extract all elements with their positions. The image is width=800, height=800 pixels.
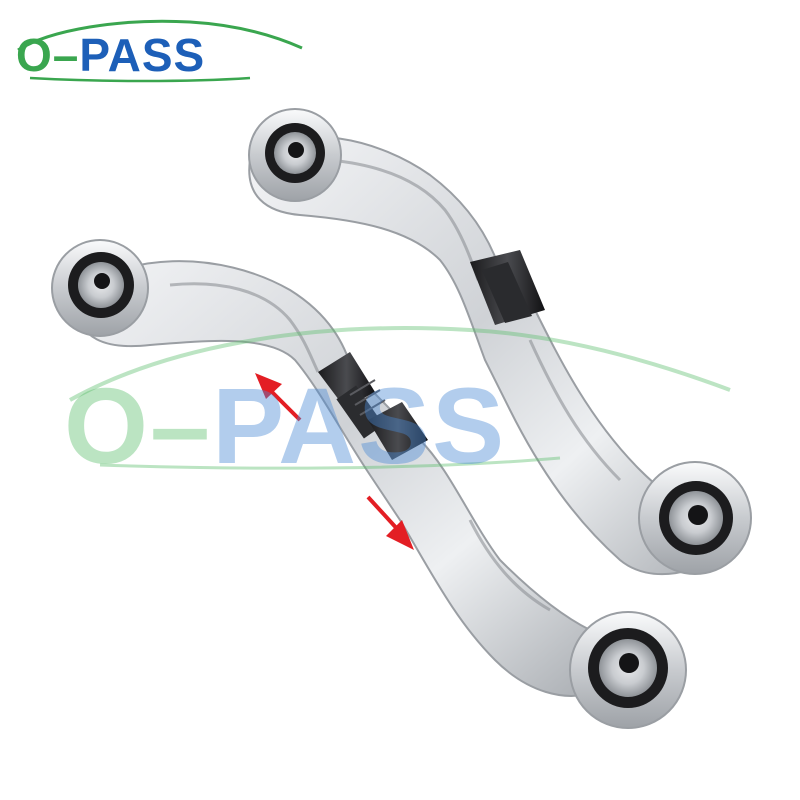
logo-o: O	[16, 29, 53, 81]
watermark-logo: O–PASS	[64, 372, 506, 480]
control-arm-back	[248, 108, 752, 576]
watermark-dash: –	[150, 365, 213, 486]
arrow-up-left-icon	[255, 373, 302, 422]
control-arm-front	[51, 239, 687, 729]
logo-text: O–PASS	[16, 32, 205, 78]
logo-swoosh-icon	[17, 19, 303, 83]
brand-logo: O–PASS	[10, 12, 310, 88]
adjuster-nut-front	[318, 352, 428, 460]
logo-dash: –	[52, 29, 80, 81]
watermark-pass: PASS	[212, 365, 507, 486]
watermark-o: O	[64, 365, 151, 486]
watermark-swoosh	[69, 326, 731, 470]
adjuster-nut-back	[470, 250, 545, 325]
arrow-down-right-icon	[366, 495, 414, 550]
logo-pass: PASS	[79, 29, 206, 81]
